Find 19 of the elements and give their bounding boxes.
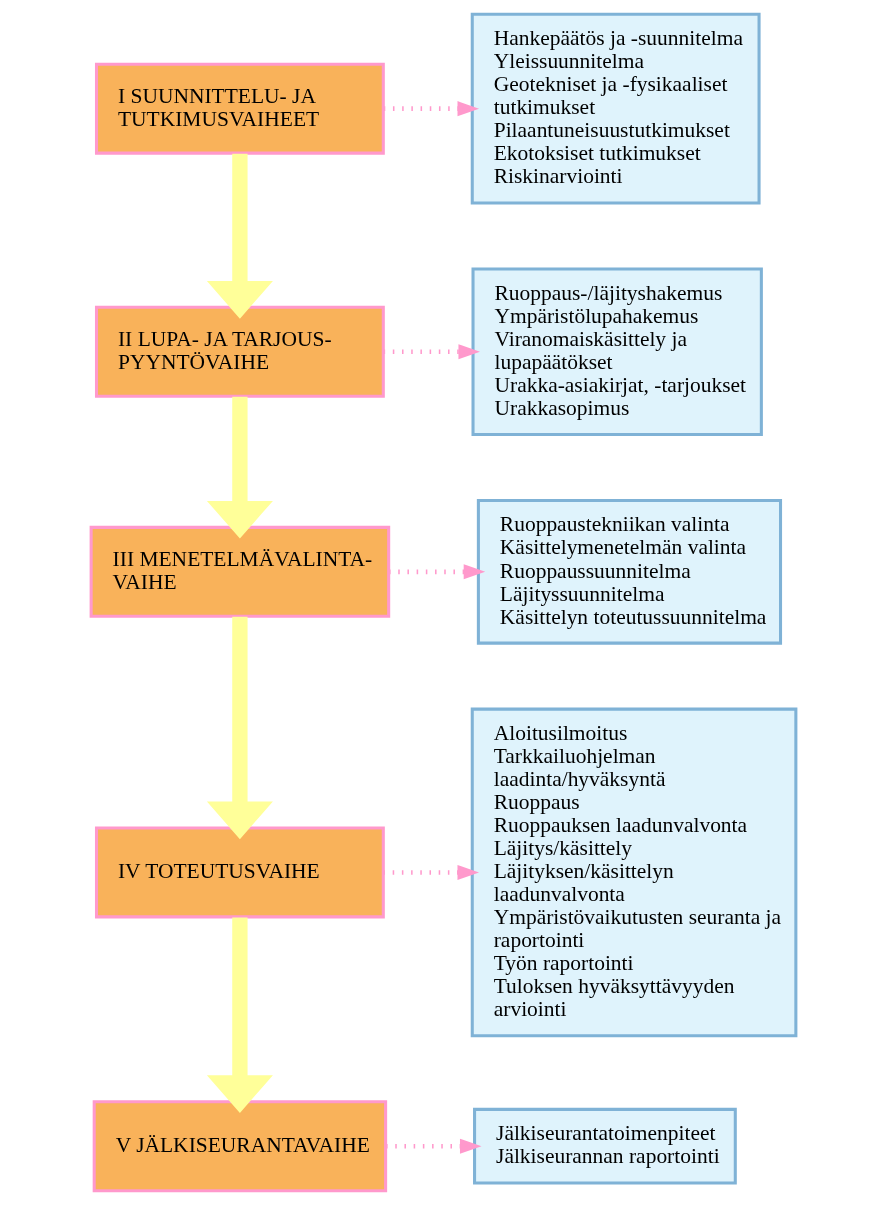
- node-box: I SUUNNITTELU- JA TUTKIMUSVAIHEET: [94, 62, 385, 155]
- node-box: IV TOTEUTUSVAIHE: [94, 826, 385, 919]
- arrow: [383, 864, 480, 880]
- arrow: [206, 917, 273, 1113]
- node-box: II LUPA- JA TARJOUS-PYYNTÖVAIHE: [94, 305, 385, 398]
- node-box: III MENETELMÄVALINTA-VAIHE: [89, 525, 391, 618]
- arrow: [206, 153, 273, 319]
- node-box: Hankepäätös ja -suunnitelma Yleissuunnitelma Geotekniset ja -fysikaaliset tutkimukset Pilaantuneisuustutkimukset Ekotoksiset tutkimukset Riskinarviointi: [470, 12, 761, 205]
- arrow: [389, 564, 486, 580]
- node-box: Ruoppaus-/läjityshakemus Ympäristölupahakemus Viranomaiskäsittely ja lupapäätökset Urakka-asiakirjat, -tarjoukset Urakkasopimus: [471, 267, 763, 437]
- node-box: Ruoppaustekniikan valinta Käsittelymenetelmän valinta Ruoppaussuunnitelma Läjityssuunnitelma Käsittelyn toteutussuunnitelma: [476, 498, 783, 645]
- node-box: Jälkiseurantatoimenpiteet Jälkiseurannan raportointi: [473, 1107, 737, 1185]
- arrow: [383, 101, 480, 117]
- node-box: V JÄLKISEURANTAVAIHE: [92, 1100, 388, 1193]
- arrow: [383, 344, 480, 360]
- arrow: [206, 616, 273, 840]
- arrow: [206, 396, 273, 539]
- node-box: Aloitusilmoitus Tarkkailuohjelman laadinta/hyväksyntä Ruoppaus Ruoppauksen laadunvalvonta Läjitys/käsittely Läjityksen/käsittelyn laadunvalvonta Ympäristövaikutusten seuranta ja raportointi Työn raportointi Tuloksen hyväksyttävyyden arviointi: [470, 707, 798, 1038]
- arrow: [386, 1138, 482, 1154]
